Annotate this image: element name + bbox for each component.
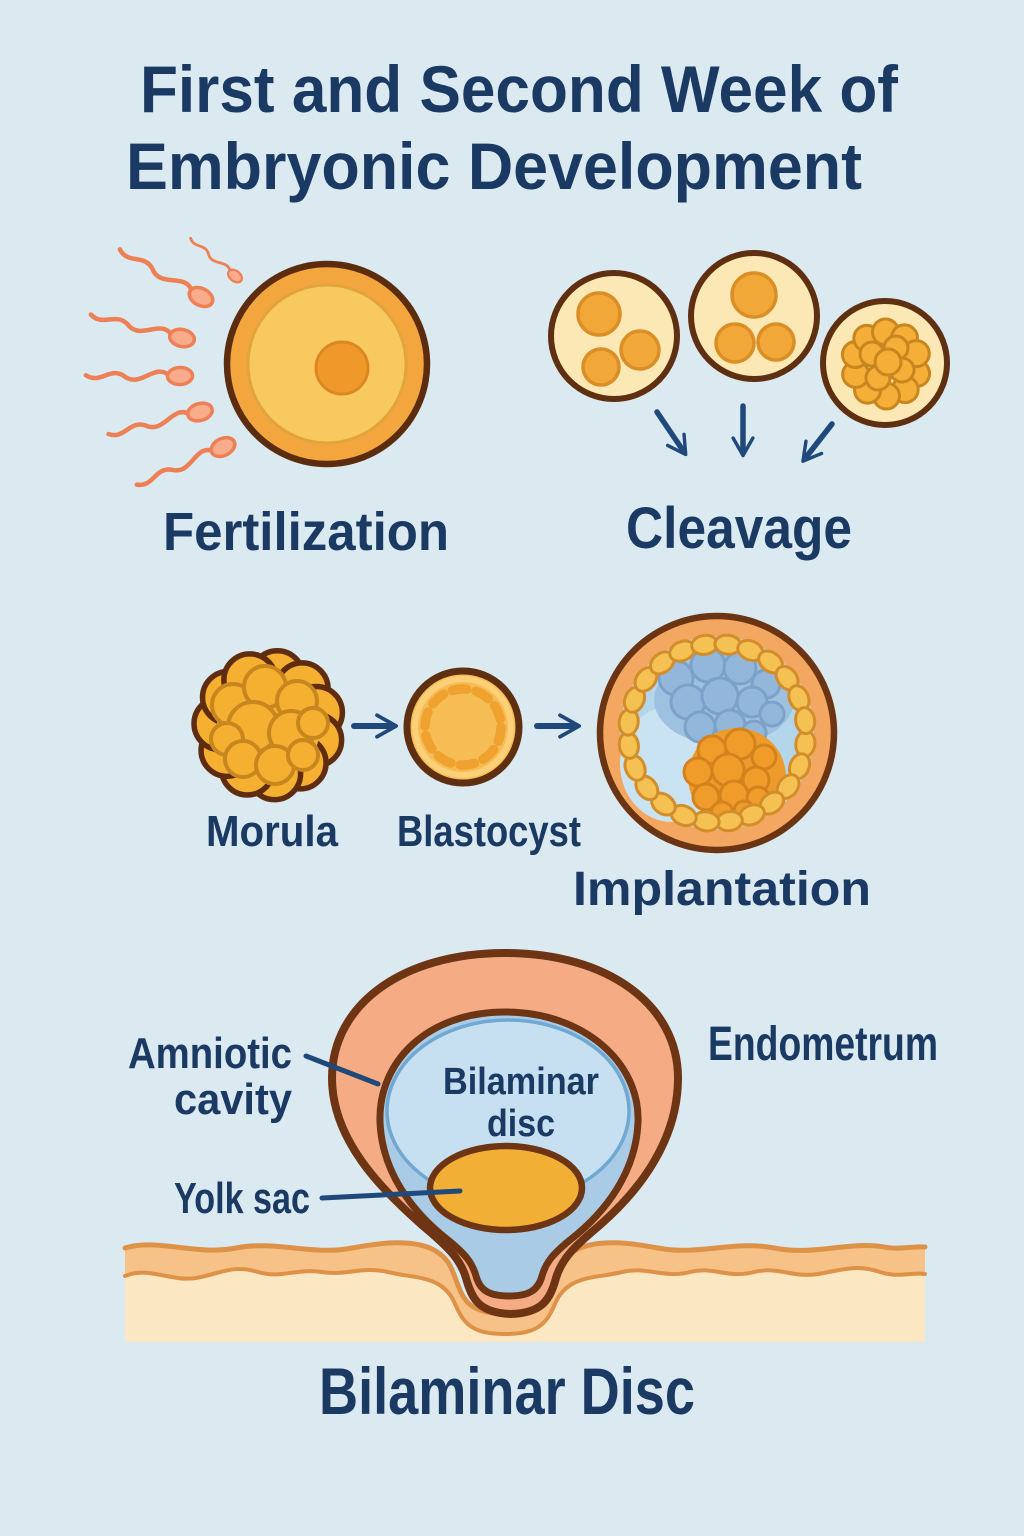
endometrium-label: Endometrum bbox=[708, 1018, 938, 1071]
blastocyst-dashed-ring bbox=[420, 684, 506, 770]
amniotic-cavity-pointer-line bbox=[303, 1053, 381, 1087]
fertilization-label: Fertilization bbox=[163, 502, 449, 562]
trophoblast-cell-ring bbox=[617, 633, 817, 833]
endometrium-layer bbox=[122, 1240, 928, 1342]
cleavage-label: Cleavage bbox=[626, 496, 852, 561]
amniotic-cavity-label-line2: cavity bbox=[174, 1075, 292, 1124]
page-title-line2: Embryonic Development bbox=[126, 129, 862, 203]
down-left-arrow-icon bbox=[801, 421, 835, 463]
endometrium-inner-line bbox=[123, 1266, 927, 1337]
morula-label: Morula bbox=[206, 807, 338, 856]
yolk-sac-pointer-line bbox=[319, 1188, 463, 1201]
page-title-line1: First and Second Week of bbox=[140, 52, 899, 126]
bilaminar-disc-heading: Bilaminar Disc bbox=[319, 1354, 695, 1428]
blastocyst-icon bbox=[403, 667, 523, 787]
cleavage-stage-1 bbox=[548, 270, 680, 402]
bilaminar-disc-diagram bbox=[328, 949, 682, 1318]
cleavage-diagram: Cleavage bbox=[548, 250, 950, 561]
blastocyst-label: Blastocyst bbox=[397, 807, 581, 856]
down-right-arrow-icon bbox=[654, 409, 688, 457]
amniotic-cavity-label-line1: Amniotic bbox=[128, 1029, 292, 1078]
yolk-sac-label: Yolk sac bbox=[174, 1174, 310, 1223]
implantation-icon bbox=[596, 612, 838, 854]
implantation-label: Implantation bbox=[573, 863, 871, 916]
inner-cell-mass-blue bbox=[654, 646, 794, 747]
bilaminar-disc-inner-label-line1: Bilaminar bbox=[443, 1061, 599, 1103]
cleavage-stage-2 bbox=[688, 250, 820, 382]
bilaminar-disc-inner-label-line2: disc bbox=[487, 1103, 555, 1145]
egg-cell-icon bbox=[223, 260, 431, 468]
page-title: First and Second Week of Embryonic Devel… bbox=[126, 52, 899, 203]
fertilization-diagram: Fertilization bbox=[86, 234, 449, 562]
cleavage-arrows bbox=[654, 403, 835, 463]
cleavage-stage-3 bbox=[820, 298, 950, 428]
morula-icon bbox=[191, 647, 346, 803]
endometrium-band bbox=[125, 1242, 925, 1334]
yolk-sac-shape bbox=[426, 1142, 586, 1234]
